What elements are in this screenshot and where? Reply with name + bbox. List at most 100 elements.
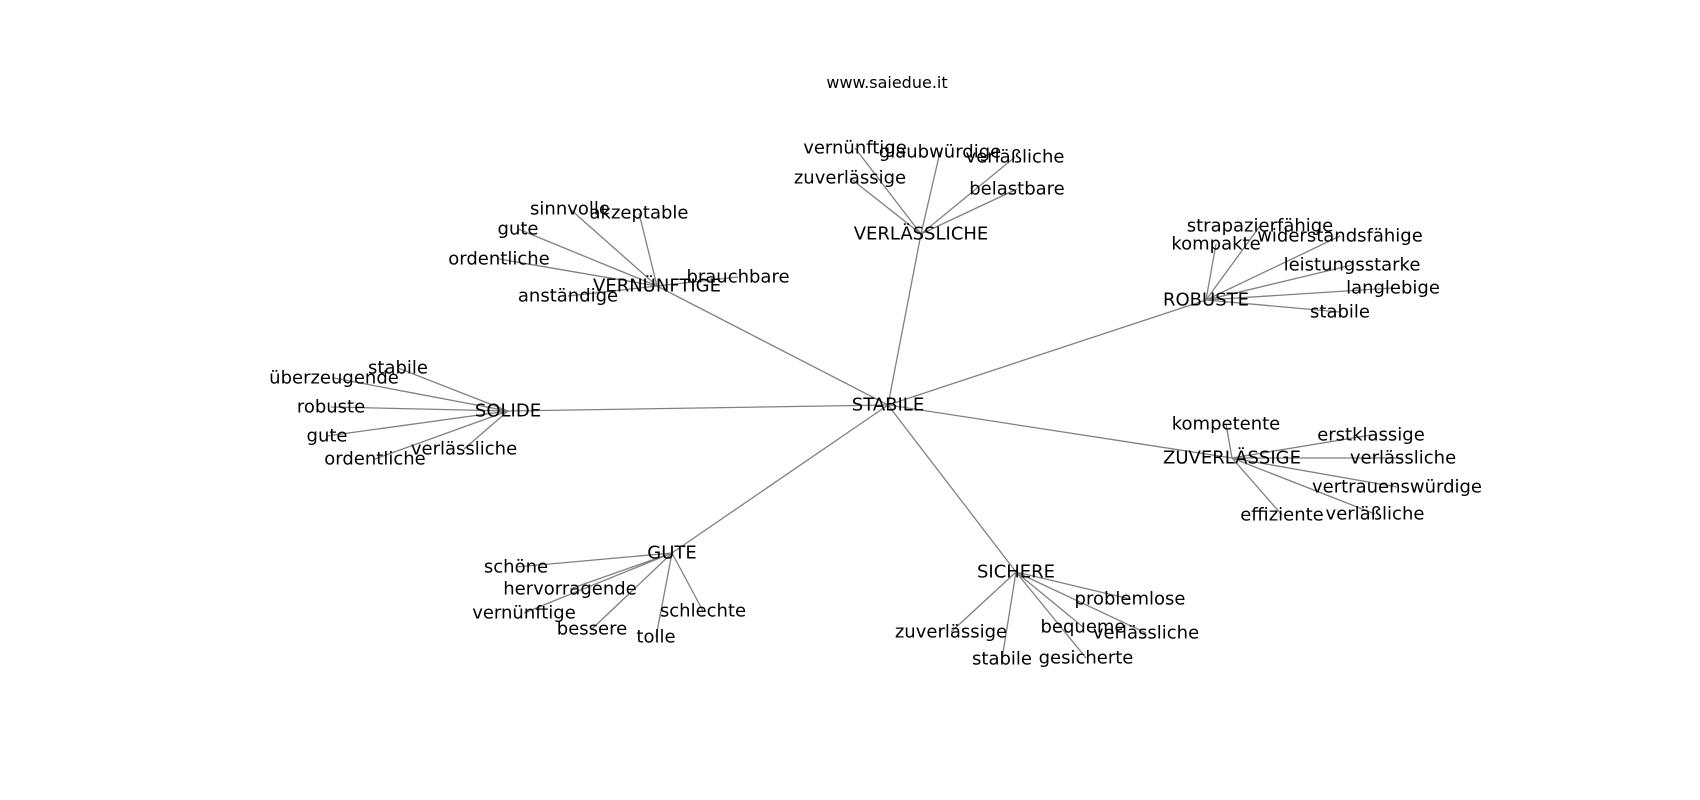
edge-center-vernuenftige xyxy=(656,285,889,406)
edge-solide-4 xyxy=(463,410,509,450)
edge-solide-1 xyxy=(333,377,509,412)
edge-sichere-3 xyxy=(1015,571,1147,634)
edge-verlaessliche-1 xyxy=(920,151,941,235)
edge-robuste-1 xyxy=(1205,235,1341,301)
leaf-node-vernuenftige-5: brauchbare xyxy=(686,267,789,288)
edge-verlaessliche-2 xyxy=(920,156,1016,235)
leaf-node-gute-0: schöne xyxy=(484,557,548,578)
edge-vernuenftige-5 xyxy=(656,276,739,287)
edge-gute-1 xyxy=(569,552,673,590)
leaf-node-sichere-0: problemlose xyxy=(1075,589,1186,610)
edge-robuste-3 xyxy=(1205,264,1353,301)
leaf-node-robuste-5: stabile xyxy=(1310,302,1370,323)
leaf-node-solide-3: gute xyxy=(307,426,348,447)
edge-verlaessliche-3 xyxy=(849,177,922,235)
leaf-node-solide-2: robuste xyxy=(297,397,365,418)
leaf-node-verlaessliche-0: vernünftige xyxy=(803,138,907,159)
edge-vernuenftige-4 xyxy=(567,285,658,297)
leaf-node-gute-4: tolle xyxy=(636,627,675,648)
edge-zuverlaessige-1 xyxy=(1231,434,1372,459)
leaf-node-zuverlaessige-4: effiziente xyxy=(1240,505,1324,526)
cluster-node-sichere: SICHERE xyxy=(977,562,1055,583)
leaf-node-zuverlaessige-3: vertrauenswürdige xyxy=(1312,477,1482,498)
edge-solide-2 xyxy=(330,406,509,412)
edge-gute-0 xyxy=(515,552,673,568)
edge-sichere-5 xyxy=(1015,571,1087,659)
edge-robuste-4 xyxy=(1205,287,1394,301)
edge-vernuenftige-0 xyxy=(569,208,658,287)
edge-center-sichere xyxy=(887,404,1017,573)
edge-gute-5 xyxy=(671,552,704,612)
edge-solide-0 xyxy=(397,367,509,412)
edge-center-gute xyxy=(671,404,889,554)
leaf-node-gute-3: bessere xyxy=(557,619,627,640)
edge-center-zuverlaessige xyxy=(887,404,1233,459)
leaf-node-verlaessliche-1: glaubwürdige xyxy=(879,142,1001,163)
leaf-node-sichere-1: zuverlässige xyxy=(895,622,1007,643)
leaf-node-zuverlaessige-5: verläßliche xyxy=(1326,504,1425,525)
edge-verlaessliche-0 xyxy=(854,147,922,235)
edge-robuste-2 xyxy=(1205,243,1217,301)
graph-edges xyxy=(326,147,1403,660)
leaf-node-solide-0: stabile xyxy=(368,358,428,379)
leaf-node-solide-5: ordentliche xyxy=(324,449,425,470)
leaf-node-vernuenftige-1: akzeptable xyxy=(590,203,689,224)
edge-vernuenftige-1 xyxy=(638,212,658,287)
leaf-node-zuverlaessige-1: erstklassige xyxy=(1317,425,1425,446)
leaf-node-robuste-0: strapazierfähige xyxy=(1187,216,1334,237)
leaf-node-gute-5: schlechte xyxy=(660,601,746,622)
edge-center-verlaessliche xyxy=(887,233,922,406)
center-node-label: STABILE xyxy=(852,395,924,416)
edge-vernuenftige-3 xyxy=(498,258,658,287)
leaf-node-robuste-1: widerstandsfähige xyxy=(1257,226,1423,247)
edge-zuverlaessige-4 xyxy=(1231,457,1283,516)
edge-verlaessliche-4 xyxy=(920,188,1018,235)
leaf-node-zuverlaessige-0: kompetente xyxy=(1172,414,1281,435)
edge-solide-5 xyxy=(374,410,509,460)
edge-vernuenftige-2 xyxy=(517,228,658,287)
leaf-node-solide-4: verlässliche xyxy=(411,439,517,460)
edge-solide-3 xyxy=(326,410,509,437)
edge-sichere-4 xyxy=(1001,571,1017,660)
site-title: www.saiedue.it xyxy=(826,73,947,92)
edge-zuverlaessige-5 xyxy=(1231,457,1376,515)
edge-zuverlaessige-3 xyxy=(1231,457,1398,488)
edge-zuverlaessige-0 xyxy=(1225,423,1233,459)
edge-gute-4 xyxy=(655,552,673,638)
leaf-node-vernuenftige-4: anständige xyxy=(518,286,618,307)
leaf-node-gute-2: vernünftige xyxy=(472,603,576,624)
cluster-node-vernuenftige: VERNÜNFTIGE xyxy=(593,275,721,297)
cluster-node-solide: SOLIDE xyxy=(475,401,541,422)
edge-center-robuste xyxy=(887,299,1207,406)
leaf-node-sichere-5: gesicherte xyxy=(1039,648,1134,669)
leaf-node-gute-1: hervorragende xyxy=(503,579,636,600)
edge-sichere-2 xyxy=(1015,571,1084,628)
leaf-node-robuste-3: leistungsstarke xyxy=(1284,255,1421,276)
edge-gute-3 xyxy=(591,552,673,630)
leaf-node-zuverlaessige-2: verlässliche xyxy=(1350,448,1456,469)
leaf-node-sichere-2: bequeme xyxy=(1040,617,1125,638)
edge-center-solide xyxy=(507,404,889,412)
leaf-node-vernuenftige-0: sinnvolle xyxy=(530,199,610,220)
cluster-node-verlaessliche: VERLÄSSLICHE xyxy=(854,224,989,245)
leaf-node-sichere-3: verlässliche xyxy=(1093,623,1199,644)
edge-sichere-1 xyxy=(950,571,1017,633)
cluster-node-zuverlaessige: ZUVERLÄSSIGE xyxy=(1163,448,1301,469)
edge-robuste-0 xyxy=(1205,225,1261,301)
leaf-node-verlaessliche-2: verläßliche xyxy=(966,147,1065,168)
edge-robuste-5 xyxy=(1205,299,1341,313)
leaf-node-solide-1: überzeugende xyxy=(269,368,399,389)
cluster-node-robuste: ROBUSTE xyxy=(1163,290,1249,311)
edge-sichere-0 xyxy=(1015,571,1131,600)
edge-gute-2 xyxy=(523,552,673,614)
leaf-node-vernuenftige-2: gute xyxy=(498,219,539,240)
leaf-node-robuste-2: kompakte xyxy=(1171,234,1260,255)
cluster-node-gute: GUTE xyxy=(647,543,697,564)
leaf-node-sichere-4: stabile xyxy=(972,649,1032,670)
leaf-node-verlaessliche-3: zuverlässige xyxy=(794,168,906,189)
leaf-node-vernuenftige-3: ordentliche xyxy=(448,249,549,270)
leaf-node-verlaessliche-4: belastbare xyxy=(969,179,1065,200)
leaf-node-robuste-4: langlebige xyxy=(1346,278,1440,299)
